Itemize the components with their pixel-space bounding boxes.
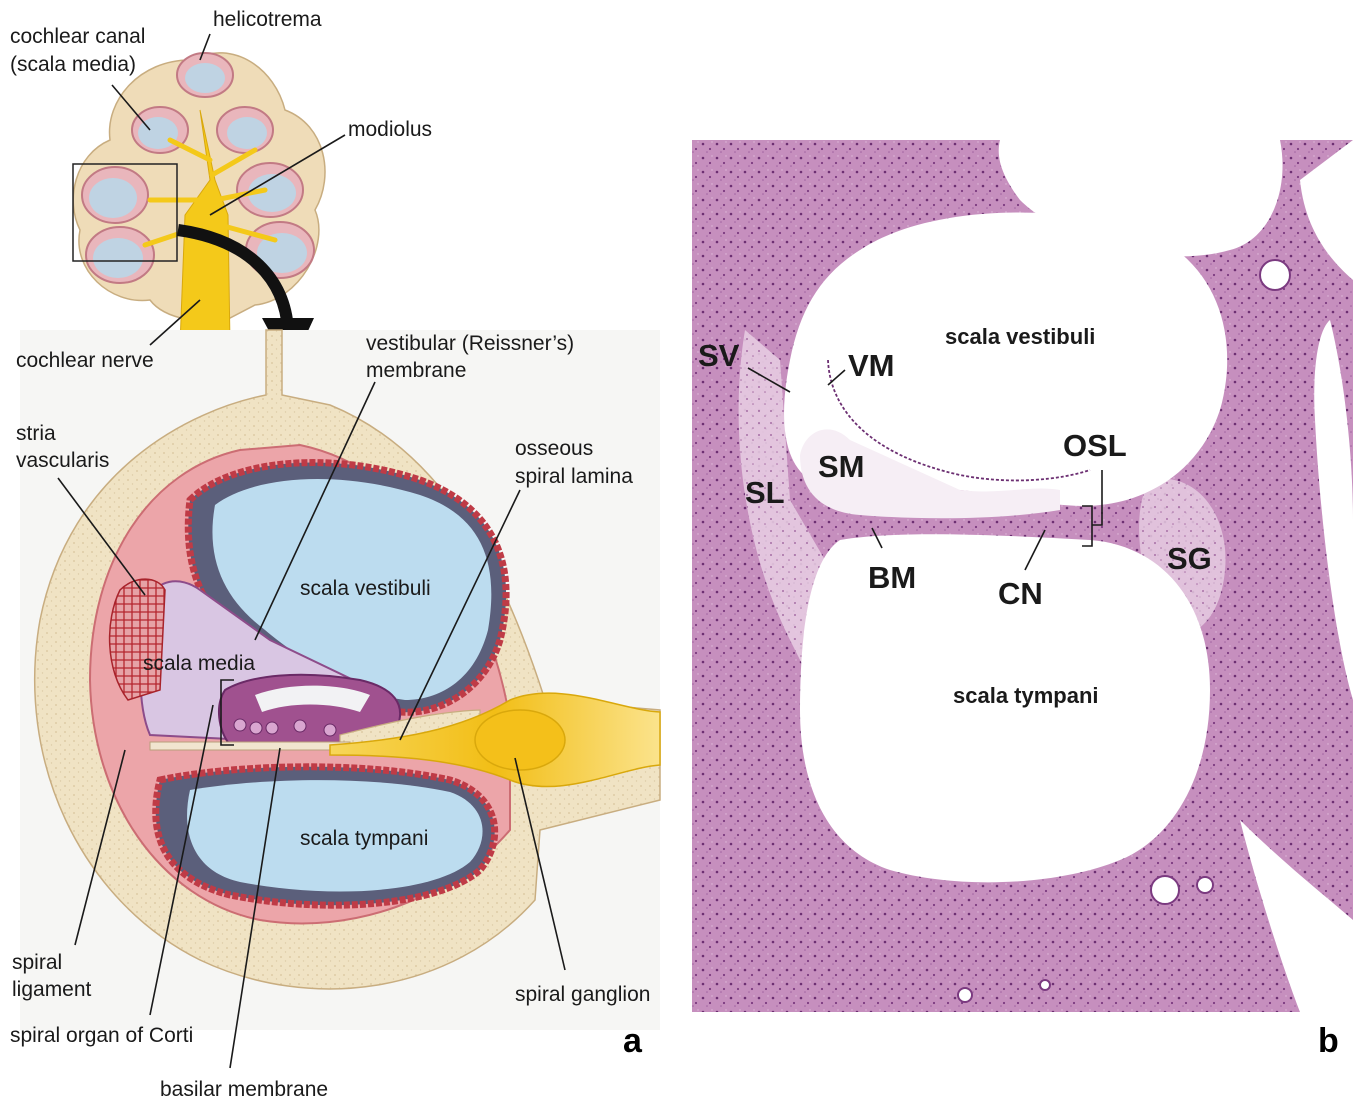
abbr-sl: SL (745, 475, 785, 510)
label-helicotrema: helicotrema (213, 8, 322, 31)
abbr-sv: SV (698, 338, 740, 373)
panel-b: SV VM scala vestibuli SM OSL SL BM CN SG… (692, 140, 1353, 1060)
label-spiral: spiral (12, 951, 62, 974)
stria-vascularis (110, 579, 165, 700)
spiral-ganglion-shape (475, 710, 565, 770)
label-scala-tympani: scala tympani (300, 827, 428, 850)
label-ligament: ligament (12, 978, 92, 1001)
abbr-vm: VM (848, 348, 895, 383)
cochlea-cross-section (20, 330, 660, 1030)
label-spiral-ganglion: spiral ganglion (515, 983, 650, 1006)
label-b-scala-vestibuli: scala vestibuli (945, 324, 1095, 349)
label-stria: stria (16, 422, 56, 445)
label-vestibular-membrane-2: membrane (366, 359, 466, 382)
abbr-sg: SG (1167, 541, 1212, 576)
cochlea-overview (73, 53, 325, 370)
basilar-membrane-strip (150, 742, 350, 750)
label-scala-vestibuli: scala vestibuli (300, 577, 431, 600)
panel-a: helicotrema cochlear canal (scala media)… (10, 8, 660, 1101)
abbr-sm: SM (818, 449, 865, 484)
label-basilar-membrane: basilar membrane (160, 1078, 328, 1101)
abbr-bm: BM (868, 560, 916, 595)
label-spiral-lamina: spiral lamina (515, 465, 633, 488)
label-b-scala-tympani: scala tympani (953, 683, 1099, 708)
label-scala-media: scala media (143, 652, 255, 675)
label-osseous: osseous (515, 437, 593, 460)
label-vascularis: vascularis (16, 449, 109, 472)
label-cochlear-nerve: cochlear nerve (16, 349, 154, 372)
label-scala-media-paren: (scala media) (10, 53, 136, 76)
label-vestibular-membrane: vestibular (Reissner’s) (366, 332, 574, 355)
label-cochlear-canal: cochlear canal (10, 25, 145, 48)
label-modiolus: modiolus (348, 118, 432, 141)
panel-letter-a: a (623, 1022, 643, 1060)
abbr-cn: CN (998, 576, 1043, 611)
abbr-osl: OSL (1063, 428, 1127, 463)
label-organ-of-corti: spiral organ of Corti (10, 1024, 193, 1047)
panel-letter-b: b (1318, 1022, 1339, 1060)
